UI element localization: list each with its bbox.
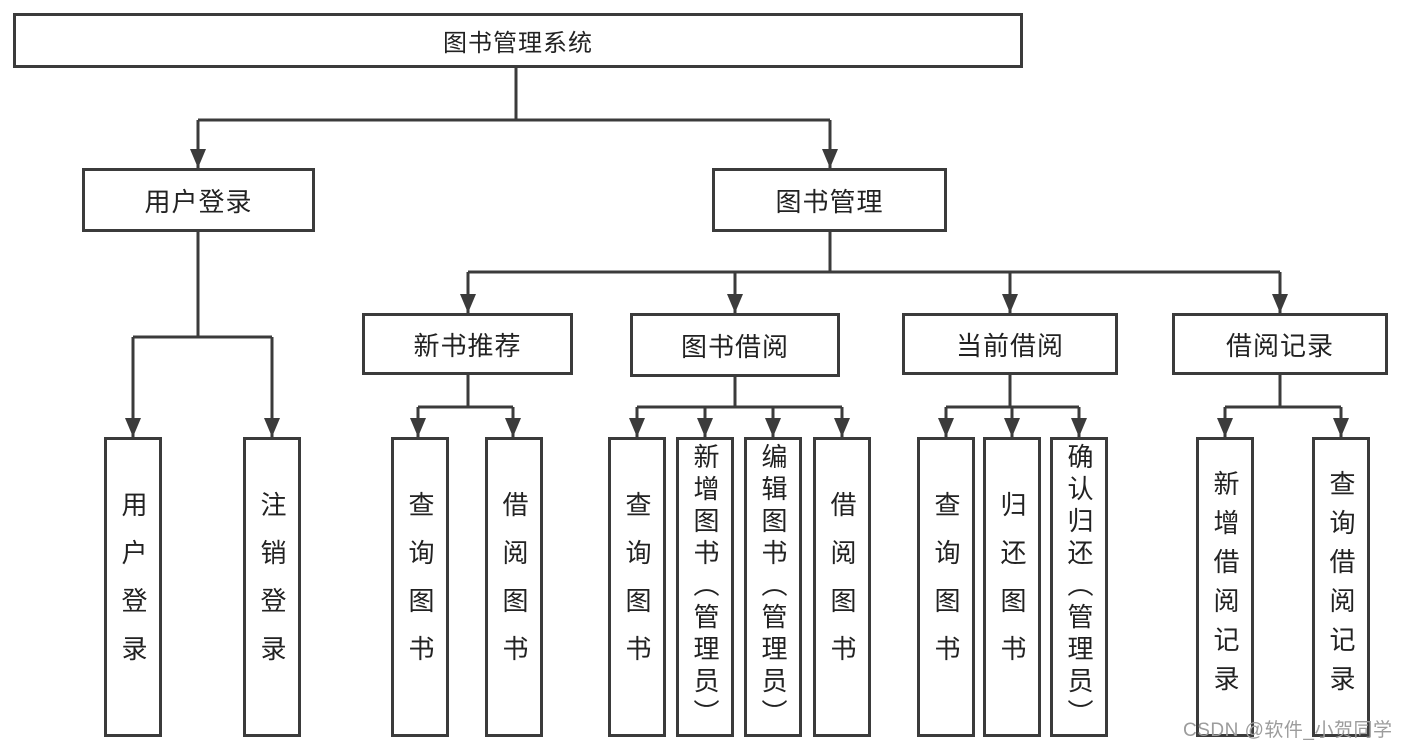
node-book-borrow: 图书借阅 [630, 313, 840, 377]
node-label: 图书管理系统 [443, 30, 593, 57]
node-logout: 注销登录 [243, 437, 301, 737]
node-recommend-query-book: 查询图书 [391, 437, 449, 737]
node-borrow-records: 借阅记录 [1172, 313, 1388, 375]
node-label: 查询图书 [931, 491, 961, 683]
node-current-confirm-return-admin: 确认归还（管理员） [1050, 437, 1108, 737]
node-label: 新书推荐 [413, 330, 522, 361]
node-label: 查询图书 [622, 491, 652, 683]
csdn-watermark: CSDN @软件_小贺同学 [1183, 720, 1393, 741]
node-label: 新增借阅记录 [1210, 470, 1240, 704]
node-recommend-borrow-book: 借阅图书 [485, 437, 543, 737]
node-label: 借阅图书 [499, 491, 529, 683]
node-label: 图书借阅 [680, 331, 789, 362]
node-borrow-edit-book-admin: 编辑图书（管理员） [744, 437, 802, 737]
node-user-login: 用户登录 [82, 168, 315, 232]
node-borrow-query-book: 查询图书 [608, 437, 666, 737]
node-label: 注销登录 [257, 491, 287, 683]
node-current-borrow: 当前借阅 [902, 313, 1118, 375]
node-book-management: 图书管理 [712, 168, 947, 232]
node-label: 查询借阅记录 [1326, 470, 1356, 704]
node-label: 新增图书（管理员） [690, 443, 720, 731]
node-label: 借阅记录 [1225, 330, 1334, 361]
node-label: 归还图书 [997, 491, 1027, 683]
node-records-add-record: 新增借阅记录 [1196, 437, 1254, 737]
node-label: 用户登录 [118, 491, 148, 683]
node-user-login-action: 用户登录 [104, 437, 162, 737]
node-new-book-recommend: 新书推荐 [362, 313, 573, 375]
node-borrow-add-book-admin: 新增图书（管理员） [676, 437, 734, 737]
node-label: 用户登录 [144, 186, 253, 217]
node-records-query-record: 查询借阅记录 [1312, 437, 1370, 737]
node-label: 确认归还（管理员） [1064, 443, 1094, 731]
node-borrow-borrow-book: 借阅图书 [813, 437, 871, 737]
node-label: 图书管理 [775, 186, 884, 217]
node-label: 查询图书 [405, 491, 435, 683]
node-label: 编辑图书（管理员） [758, 443, 788, 731]
node-label: 借阅图书 [827, 491, 857, 683]
node-current-query-book: 查询图书 [917, 437, 975, 737]
node-current-return-book: 归还图书 [983, 437, 1041, 737]
node-library-management-system: 图书管理系统 [13, 13, 1023, 68]
node-label: 当前借阅 [955, 330, 1064, 361]
